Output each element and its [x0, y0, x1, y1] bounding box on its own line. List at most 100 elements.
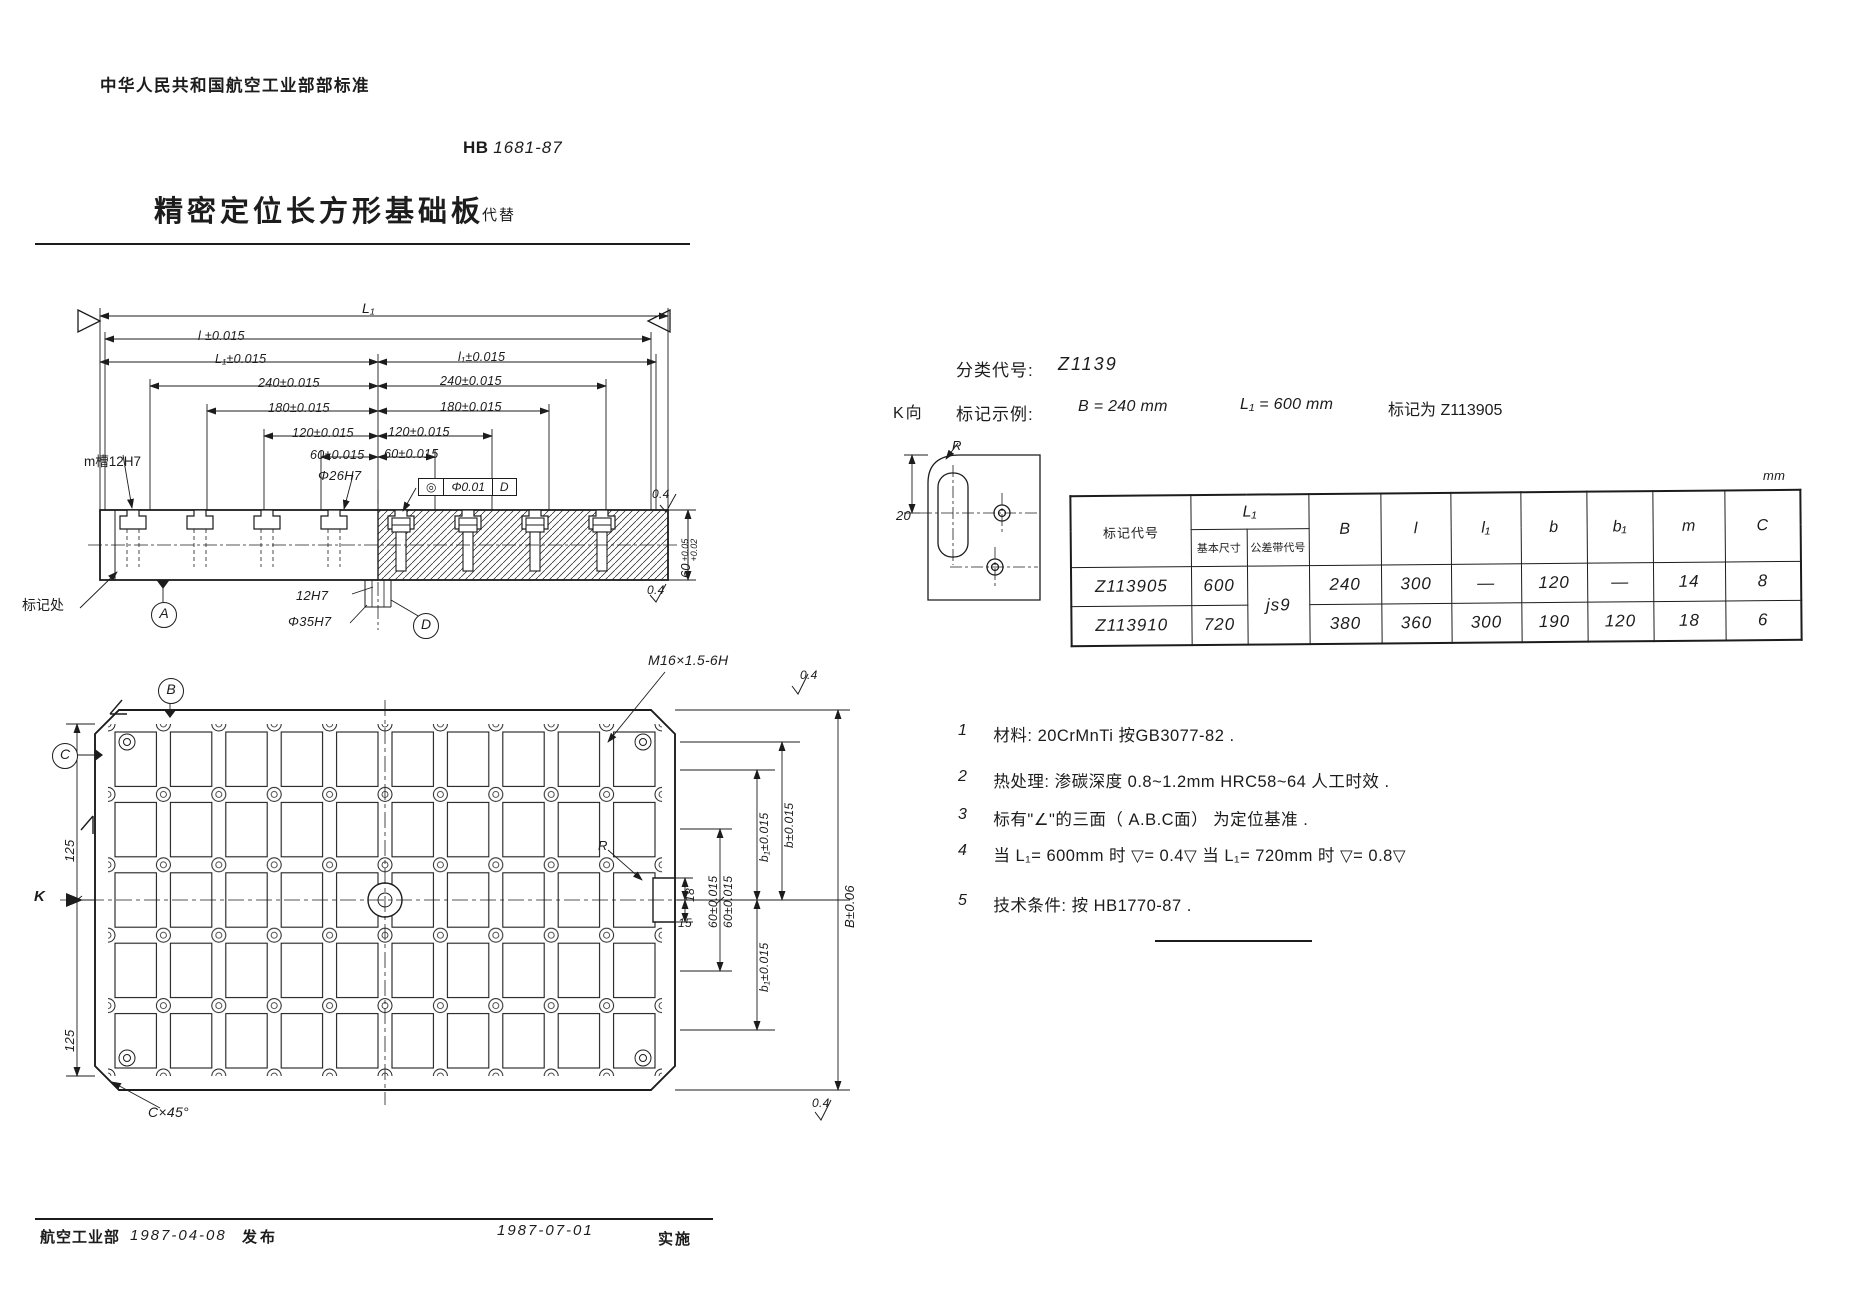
finish-mark-bottom-right: 0.4 — [812, 1096, 830, 1110]
dim-240-left: 240±0.015 — [258, 376, 320, 390]
classification-code: Z1139 — [1058, 354, 1118, 374]
dim-60-left: 60±0.015 — [310, 448, 365, 462]
dim-d26: Φ26H7 — [318, 468, 362, 483]
cell-m: 18 — [1653, 600, 1726, 642]
footer-issuer: 航空工业部 — [40, 1229, 121, 1246]
cell-mark: Z113910 — [1071, 605, 1192, 647]
dim-d35: Φ35H7 — [288, 614, 332, 629]
cell-B: 240 — [1308, 564, 1382, 605]
col-l1: l₁ — [1450, 492, 1521, 565]
col-l: l — [1380, 492, 1451, 565]
col-l1-group: L₁ — [1190, 494, 1309, 530]
page-title: 精密定位长方形基础板 — [154, 196, 485, 228]
dim-thickness: 60+0.05+0.02 — [678, 538, 699, 578]
concentricity-icon: ◎ — [419, 479, 445, 495]
col-m: m — [1652, 490, 1725, 563]
spec-table: 标记代号 L₁ B l l₁ b b₁ m C 基本尺寸 公差带代号 Z1139… — [1069, 488, 1803, 648]
cell-m: 14 — [1652, 561, 1726, 602]
footer-impl-date: 1987-07-01 — [497, 1222, 594, 1239]
cell-l: 360 — [1381, 603, 1452, 644]
finish-mark-top-right: 0.4 — [800, 668, 818, 682]
cell-l1s: 300 — [1451, 602, 1522, 643]
title-rule — [35, 243, 690, 246]
k-section-label: K — [34, 888, 46, 905]
k-direction-view — [904, 442, 1041, 601]
footer-issue-date: 1987-04-08 — [130, 1227, 227, 1244]
dim-180-right: 180±0.015 — [440, 400, 502, 414]
thread-callout-m16: M16×1.5-6H — [648, 652, 729, 668]
cell-l1: 720 — [1191, 605, 1248, 646]
dim-b1-top: b₁±0.015 — [757, 812, 771, 862]
cell-l1: 600 — [1190, 566, 1248, 606]
dim-B-overall: B±0.06 — [842, 885, 857, 928]
dim-b-top: b±0.015 — [782, 802, 796, 848]
cell-C: 8 — [1724, 561, 1802, 601]
datum-d-symbol: D — [413, 613, 439, 639]
dim-60-right: 60±0.015 — [384, 447, 439, 461]
example-mark: 标记为 Z113905 — [1388, 402, 1503, 419]
footer-issue-label: 发布 — [242, 1229, 279, 1246]
datum-a-symbol: A — [151, 602, 177, 628]
cell-tolerance: js9 — [1246, 565, 1310, 645]
finish-mark-top: 0.4 — [652, 487, 670, 501]
gdt-frame: ◎ Φ0.01 D — [418, 478, 517, 496]
standard-no: 1681-87 — [493, 138, 563, 157]
cell-C: 6 — [1725, 600, 1802, 641]
cell-mark: Z113905 — [1070, 566, 1192, 607]
dim-L1: L₁ — [362, 300, 375, 316]
slot-label: m槽12H7 — [84, 454, 142, 469]
dim-60-a: 60±0.015 — [706, 875, 720, 928]
dim-120-left: 120±0.015 — [292, 426, 354, 440]
table-row: Z113910 720 380 360 300 190 120 18 6 — [1071, 600, 1802, 647]
cell-b1: 120 — [1587, 601, 1654, 642]
standard-number: HB 1681-87 — [463, 138, 563, 158]
col-B: B — [1308, 493, 1381, 566]
spec-table-wrap: 标记代号 L₁ B l l₁ b b₁ m C 基本尺寸 公差带代号 Z1139… — [1069, 488, 1803, 648]
section-view-drawing — [77, 308, 696, 630]
cell-l: 300 — [1380, 564, 1452, 604]
gdt-tolerance: Φ0.01 — [444, 479, 493, 495]
plan-view-drawing — [60, 671, 850, 1121]
mark-spot-label: 标记处 — [22, 597, 64, 613]
footer-rule — [35, 1218, 713, 1221]
cell-b1: — — [1586, 562, 1654, 603]
footer-impl-label: 实施 — [658, 1231, 693, 1248]
chamfer-callout: C×45° — [148, 1104, 189, 1120]
cell-b: 190 — [1521, 602, 1588, 643]
notes-rule — [1155, 940, 1312, 943]
dim-240-right: 240±0.015 — [440, 374, 502, 388]
dim-l: l ±0.015 — [198, 329, 245, 343]
col-C: C — [1724, 489, 1801, 562]
standard-authority: 中华人民共和国航空工业部部标准 — [100, 77, 370, 95]
k-view-radius: R — [952, 438, 962, 453]
example-label: 标记示例: — [956, 405, 1034, 424]
datum-c-symbol: C — [52, 743, 78, 769]
cell-b: 120 — [1520, 563, 1588, 603]
k-view-dim-20: 20 — [896, 508, 912, 523]
dim-l1-tol: l₁±0.015 — [458, 350, 506, 364]
table-unit: mm — [1763, 468, 1786, 483]
dim-60-b: 60±0.015 — [721, 875, 735, 928]
col-mark: 标记代号 — [1070, 495, 1191, 568]
col-tolerance-zone: 公差带代号 — [1246, 528, 1309, 567]
example-l1: L₁ = 600 mm — [1240, 396, 1334, 413]
dim-L1-tol: L₁±0.015 — [215, 352, 267, 366]
radius-label: R — [598, 838, 608, 853]
replaces-label: 代替 — [482, 207, 517, 224]
classification-label: 分类代号: — [956, 361, 1034, 380]
example-b: B = 240 mm — [1078, 398, 1168, 415]
dim-18: 18 — [683, 888, 697, 902]
dim-180-left: 180±0.015 — [268, 401, 330, 415]
dim-15: 15 — [678, 916, 692, 930]
col-basic-size: 基本尺寸 — [1190, 529, 1247, 567]
col-b1: b₁ — [1586, 491, 1653, 564]
k-view-title: K向 — [893, 405, 924, 422]
col-b: b — [1520, 491, 1587, 564]
finish-mark-bottom: 0.4 — [647, 583, 665, 597]
dim-120-right: 120±0.015 — [388, 425, 450, 439]
